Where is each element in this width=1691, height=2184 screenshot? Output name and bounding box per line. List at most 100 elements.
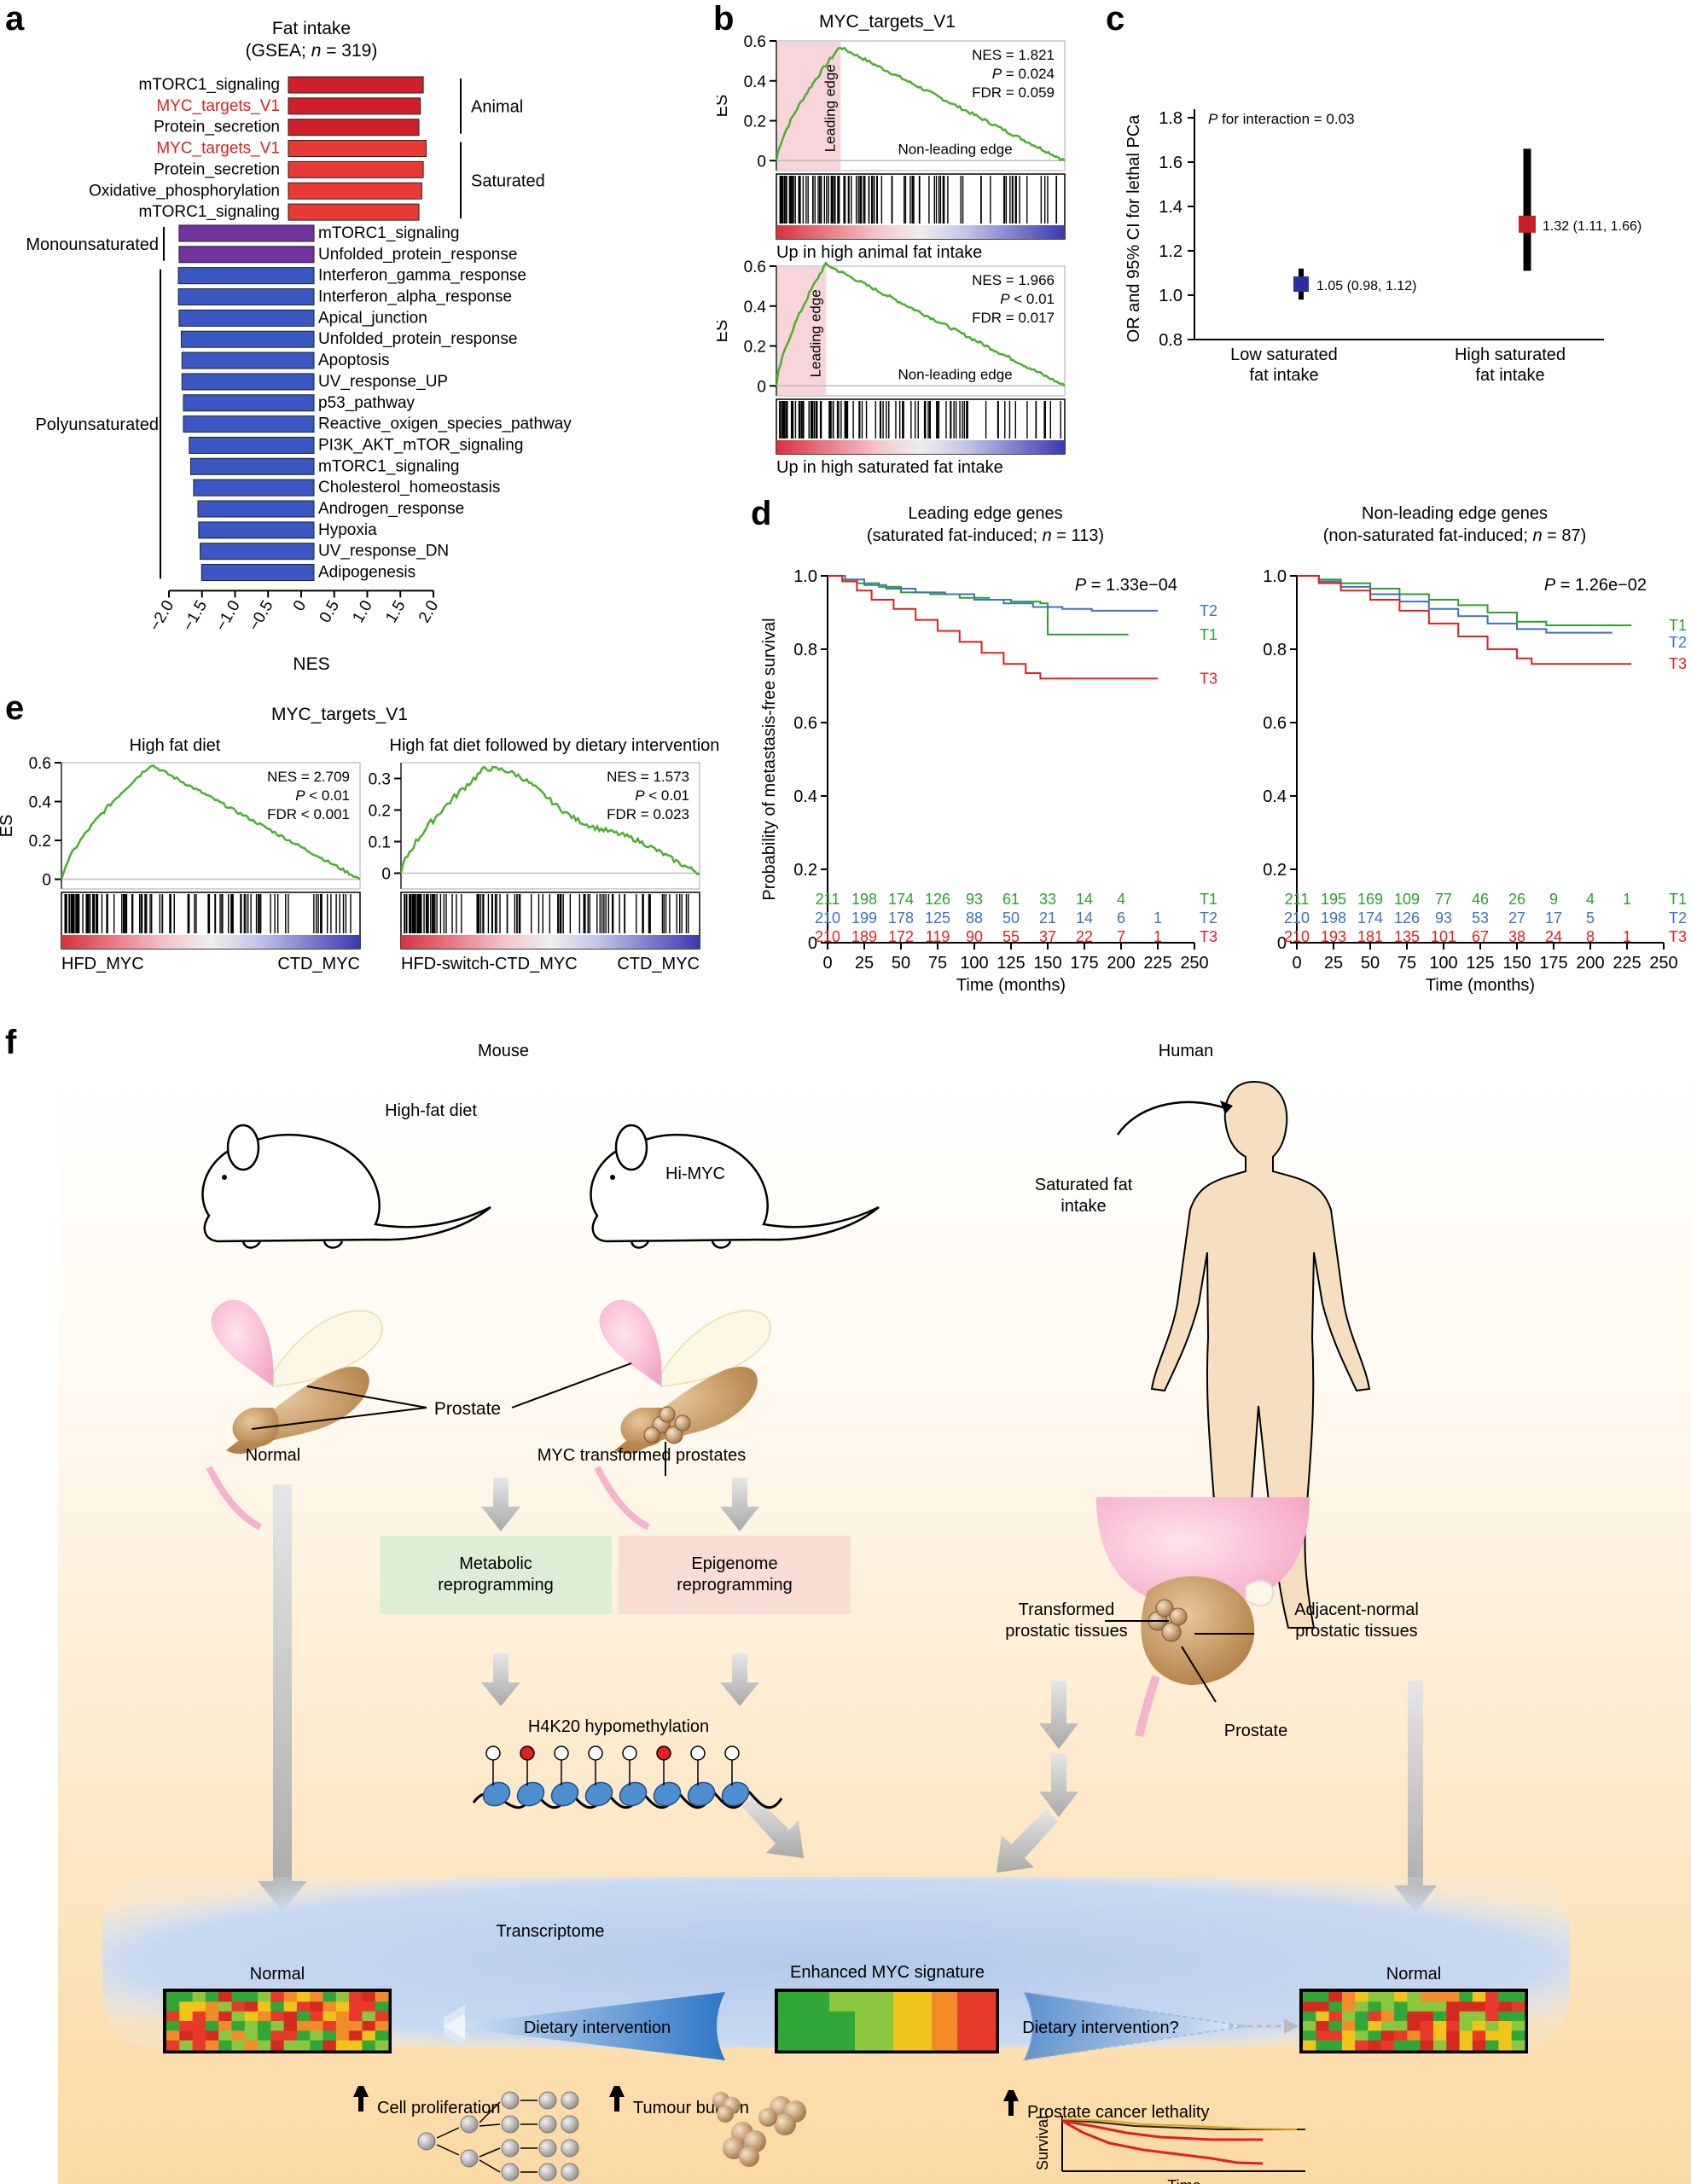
bar-label: Interferon_gamma_response [318,267,526,285]
prostate-label: Prostate [434,1399,501,1419]
tick-label: 0.2 [793,861,817,880]
tick-label: 250 [1649,954,1677,973]
tick-label: −1.0 [212,597,244,634]
km-pvalue: P = 1.26e−02 [1544,576,1647,595]
dietary-intervention-question-arrow [1022,1991,1299,2061]
tick-label: 0.8 [1263,641,1287,659]
transcriptome-label: Transcriptome [496,1922,604,1941]
tick-label: 1.0 [1263,567,1287,586]
nes-bar [177,288,315,305]
km-curve [828,575,1158,680]
stat-text: FDR = 0.023 [607,806,689,822]
tick-label: 0 [1277,934,1287,953]
group-label: Polyunsaturated [35,415,159,434]
risk-row-label: T1 [1669,891,1687,908]
tick-label: 0 [381,866,391,884]
es-axis-label: ES [0,815,16,838]
tick-label: 25 [855,954,874,973]
stat-text: NES = 1.966 [972,272,1055,288]
panel-b-title: MYC_targets_V1 [819,12,956,32]
tick-label: −0.5 [246,597,277,634]
tick-label: 0.8 [1159,331,1183,350]
epigenome-label-1: Epigenome [691,1554,777,1573]
transformed-tissues-label-1: Transformed [1019,1600,1115,1619]
estimate-label: 1.05 (0.98, 1.12) [1316,279,1416,293]
es-axis-label: ES [717,95,731,118]
risk-count: 5 [1586,909,1595,926]
nes-bar [180,330,315,348]
tick-label: 0.4 [744,73,767,91]
km-curve [1297,575,1632,665]
tick-label: 0 [1292,954,1301,973]
nes-bar [193,479,315,497]
tick-label: 1.2 [1159,242,1183,261]
tick-label: 150 [1033,954,1061,973]
tick-label: 0.8 [793,641,817,659]
panel-label-b: b [713,0,735,38]
risk-count: 119 [926,928,950,945]
tick-label: 0.5 [317,597,343,625]
risk-count: 210 [1284,909,1310,926]
bar-label: MYC_targets_V1 [156,97,280,115]
nes-bar [288,182,422,200]
risk-count: 4 [1586,891,1595,908]
nes-bar [177,267,315,285]
tick-label: 0 [808,934,817,953]
human-prostate-icon [1096,1497,1310,1738]
bar-label: mTORC1_signaling [318,224,459,242]
stat-text: P < 0.01 [635,787,689,804]
risk-count: 1 [1623,928,1631,945]
bar-label: Oxidative_phosphorylation [89,182,280,200]
risk-count: 211 [816,891,840,908]
category-label: fat intake [1249,366,1318,385]
risk-count: 1 [1153,909,1162,926]
e-left-xleft: HFD_MYC [61,955,144,973]
group-label: Saturated [471,171,545,190]
e-right-title: High fat diet followed by dietary interv… [390,736,720,755]
bar-label: p53_pathway [318,394,415,412]
metabolic-label-1: Metabolic [459,1554,532,1573]
bar-label: Protein_secretion [154,160,280,178]
series-label: T1 [1669,617,1687,634]
category-label: High saturated [1455,346,1566,364]
tick-label: 0.6 [29,755,51,773]
bar-label: Androgen_response [318,500,464,518]
bar-label: MYC_targets_V1 [156,140,280,158]
panel-a-title-line2: (GSEA; n = 319) [246,41,378,61]
risk-count: 90 [966,928,983,945]
panel-e-chart: MYC_targets_V1 High fat diet00.20.40.6ES… [0,705,720,973]
panel-f-schematic: Mouse Human High-fat diet Hi-MYC [58,1042,1691,2184]
hi-myc-label: Hi-MYC [665,1165,725,1183]
risk-count: 101 [1431,928,1456,945]
risk-count: 1 [1153,928,1162,945]
tick-label: 250 [1180,954,1208,973]
risk-row-label: T3 [1200,928,1217,945]
nes-bar [288,203,420,221]
risk-count: 135 [1394,928,1420,945]
bar-label: Apical_junction [318,309,427,327]
tick-label: 0.6 [793,714,817,733]
mouse-heading: Mouse [478,1042,529,1060]
panel-e-title: MYC_targets_V1 [271,705,408,724]
tick-label: 0 [290,597,310,614]
nes-bar [198,521,315,539]
time-axis-label: Time [1167,2177,1200,2184]
saturated-fat-label-2: intake [1061,1197,1106,1216]
bar-label: mTORC1_signaling [139,203,280,221]
risk-count: 6 [1117,909,1125,926]
risk-count: 22 [1076,928,1093,945]
series-label: T2 [1200,602,1217,619]
km-curve [1297,575,1613,634]
tick-label: 0.1 [369,834,391,852]
panel-label-d: d [751,495,772,532]
tick-label: 0.2 [744,113,766,131]
mouse-prostate-icon [206,1299,383,1531]
nes-bar [178,309,315,327]
tick-label: 175 [1070,954,1098,973]
series-label: T3 [1200,670,1217,687]
estimate-marker [1293,276,1309,292]
tick-label: 200 [1107,954,1135,973]
human-body-icon [1150,1080,1371,1629]
km-xlabel: Time (months) [956,976,1066,995]
nes-bar [183,394,315,412]
